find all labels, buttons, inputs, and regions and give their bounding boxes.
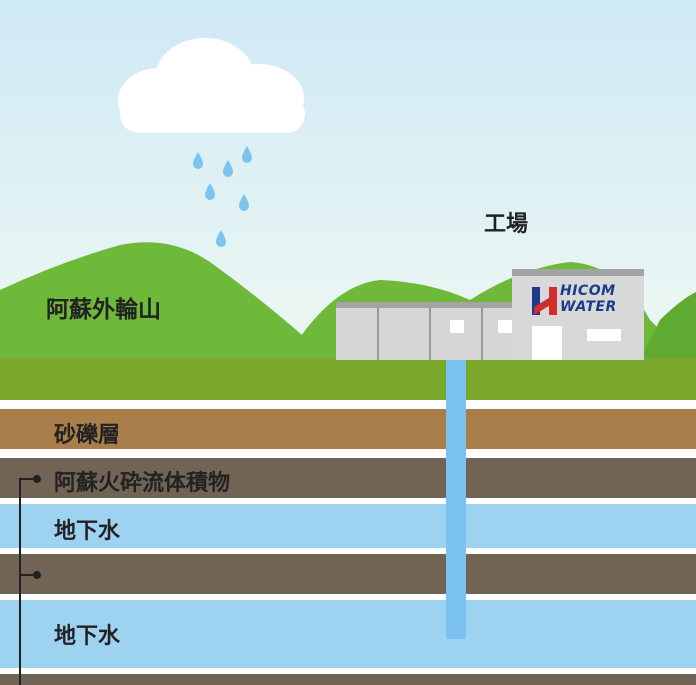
white-gap — [0, 548, 696, 554]
bracket-dot — [33, 571, 41, 579]
white-gap — [0, 449, 696, 458]
bottom-layer — [0, 674, 696, 685]
gravel-layer-label: 砂礫層 — [54, 417, 120, 449]
factory-label: 工場 — [484, 206, 528, 238]
clay-layer — [0, 554, 696, 594]
logo-text-hicom: HICOM — [560, 283, 616, 299]
white-gap — [0, 498, 696, 504]
white-gap — [0, 594, 696, 600]
bracket-dot — [33, 475, 41, 483]
mountain-label: 阿蘇外輪山 — [46, 290, 161, 324]
pyroclastic-layer-label: 阿蘇火砕流体積物 — [54, 465, 230, 497]
white-gap — [0, 668, 696, 674]
white-gap — [0, 400, 696, 409]
logo-text-water: WATER — [560, 299, 617, 315]
ground-surface — [0, 358, 696, 400]
groundwater-lower-label: 地下水 — [54, 618, 120, 650]
groundwater-upper-label: 地下水 — [54, 513, 120, 545]
well-pipe — [446, 355, 466, 639]
